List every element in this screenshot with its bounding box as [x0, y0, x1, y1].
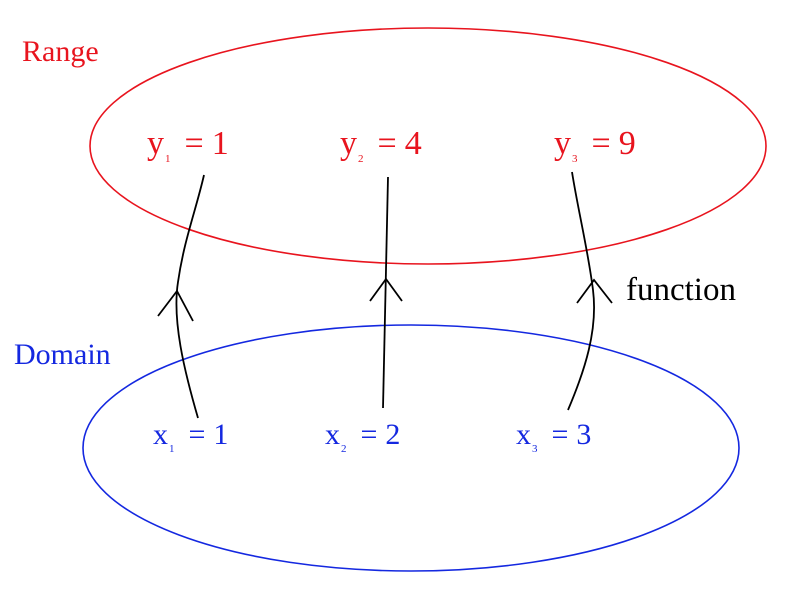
mapping-arrow-1	[175, 174, 205, 419]
domain-item-3-eq: =	[551, 418, 569, 451]
range-item-3-sub: 3	[572, 153, 578, 165]
range-ellipse	[89, 27, 767, 265]
range-item-1-value: 1	[211, 125, 229, 162]
domain-item-3: x3=3	[516, 418, 592, 455]
domain-item-1-value: 1	[213, 418, 229, 451]
domain-item-2-sub: 2	[341, 443, 347, 455]
domain-item-1: x1=1	[153, 418, 229, 455]
range-item-3: y3 =9	[554, 125, 636, 165]
domain-item-1-eq: =	[188, 418, 206, 451]
range-item-1: y1=1	[147, 125, 229, 165]
domain-label: Domain	[14, 338, 111, 371]
range-item-2-var: y	[340, 125, 357, 162]
range-item-1-var: y	[147, 125, 164, 162]
range-item-3-eq: =	[591, 125, 611, 162]
domain-item-2-var: x	[325, 418, 340, 451]
range-label: Range	[22, 35, 99, 68]
domain-item-3-value: 3	[576, 418, 592, 451]
range-item-3-value: 9	[618, 125, 636, 162]
domain-item-3-sub: 3	[532, 443, 538, 455]
domain-item-1-var: x	[153, 418, 168, 451]
function-label: function	[626, 272, 736, 308]
range-item-1-sub: 1	[165, 153, 171, 165]
range-item-2-sub: 2	[358, 153, 364, 165]
domain-item-2: x2=2	[325, 418, 401, 455]
domain-item-2-eq: =	[360, 418, 378, 451]
range-item-1-eq: =	[184, 125, 204, 162]
mapping-arrow-2	[382, 176, 389, 409]
range-item-3-var: y	[554, 125, 571, 162]
mapping-arrow-3	[567, 171, 595, 411]
arrow-head-1	[157, 289, 194, 322]
domain-ellipse	[82, 324, 740, 572]
arrow-head-3	[576, 278, 613, 304]
range-item-2: y2 =4	[340, 125, 422, 165]
domain-item-2-value: 2	[385, 418, 401, 451]
domain-item-3-var: x	[516, 418, 531, 451]
range-item-2-value: 4	[404, 125, 422, 162]
range-item-2-eq: =	[377, 125, 397, 162]
domain-item-1-sub: 1	[169, 443, 175, 455]
arrow-head-2	[369, 277, 403, 302]
